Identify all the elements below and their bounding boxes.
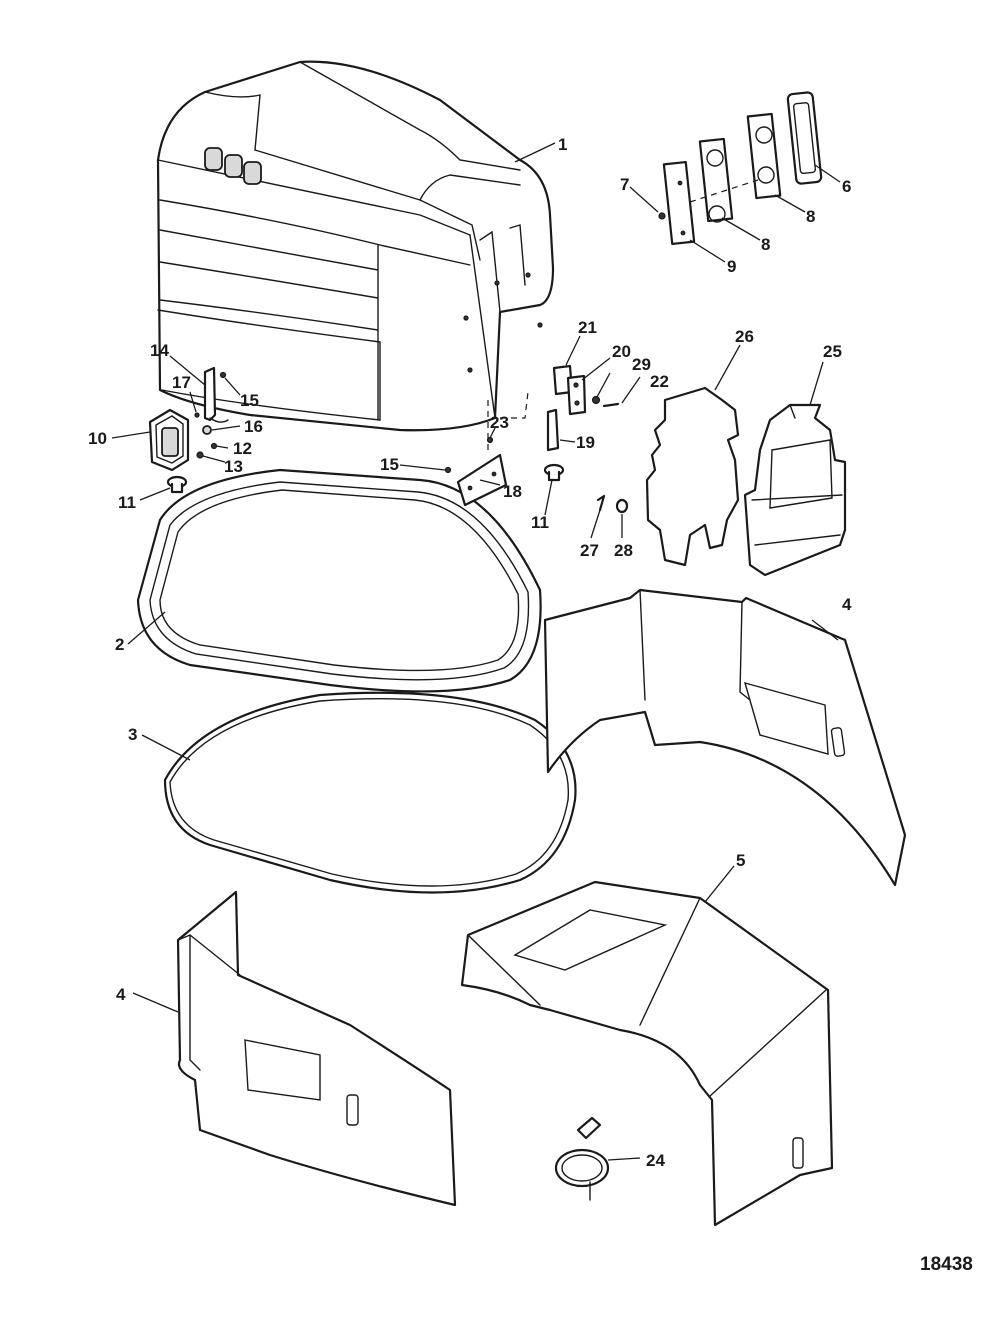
callout-20: 20 bbox=[612, 342, 631, 361]
callout-labels: 1 2 3 4 4 5 6 7 8 8 9 10 11 11 12 13 14 … bbox=[88, 135, 852, 1170]
part-24-clamp bbox=[554, 1116, 610, 1201]
part-15-screw bbox=[219, 371, 227, 379]
part-28-nut bbox=[615, 498, 629, 514]
part-14-bracket bbox=[203, 366, 229, 423]
callout-26: 26 bbox=[735, 327, 754, 346]
callout-9: 9 bbox=[727, 257, 736, 276]
callout-29: 29 bbox=[632, 355, 651, 374]
callout-2: 2 bbox=[115, 635, 124, 654]
side-panel-left bbox=[176, 890, 457, 1207]
rear-panel bbox=[460, 880, 834, 1227]
part-11-grommet-right bbox=[543, 463, 565, 482]
callout-24: 24 bbox=[646, 1151, 665, 1170]
callout-27: 27 bbox=[580, 541, 599, 560]
callout-4-left: 4 bbox=[116, 985, 126, 1004]
callout-17: 17 bbox=[172, 373, 191, 392]
callout-19: 19 bbox=[576, 433, 595, 452]
callout-28: 28 bbox=[614, 541, 633, 560]
part-27-bolt bbox=[596, 494, 606, 512]
part-25-silencer bbox=[743, 403, 847, 577]
callout-21: 21 bbox=[578, 318, 597, 337]
cowl-seal-frame bbox=[136, 468, 542, 693]
callout-25: 25 bbox=[823, 342, 842, 361]
callout-8-left: 8 bbox=[761, 235, 770, 254]
callout-5: 5 bbox=[736, 851, 745, 870]
callout-18: 18 bbox=[503, 482, 522, 501]
callout-4-right: 4 bbox=[842, 595, 852, 614]
callout-11-left: 11 bbox=[118, 493, 136, 512]
callout-12: 12 bbox=[233, 439, 252, 458]
callout-1: 1 bbox=[558, 135, 567, 154]
part-15b-screw bbox=[444, 466, 452, 474]
side-panel-right bbox=[543, 588, 907, 887]
part-12-screw bbox=[210, 442, 218, 450]
callout-10: 10 bbox=[88, 429, 107, 448]
leader-lines bbox=[111, 142, 841, 1161]
part-11-grommet-left bbox=[166, 475, 188, 494]
part-6-vent-strip bbox=[786, 91, 823, 185]
top-cowl bbox=[156, 60, 555, 432]
callout-6: 6 bbox=[842, 177, 851, 196]
figure-number: 18438 bbox=[920, 1254, 973, 1275]
callout-11-right: 11 bbox=[531, 513, 549, 532]
callout-22: 22 bbox=[650, 372, 669, 391]
part-16-bushing bbox=[202, 425, 212, 435]
part-8-gasket-right bbox=[746, 112, 782, 200]
callout-3: 3 bbox=[128, 725, 137, 744]
callout-16: 16 bbox=[244, 417, 263, 436]
part-29-washer bbox=[591, 395, 601, 405]
part-17-pin bbox=[194, 412, 200, 418]
part-13-washer bbox=[196, 451, 204, 459]
callout-7: 7 bbox=[620, 175, 629, 194]
part-22-screw bbox=[602, 402, 620, 408]
callout-15-right: 15 bbox=[380, 455, 399, 474]
callout-13: 13 bbox=[224, 457, 243, 476]
part-19-arm bbox=[546, 408, 560, 452]
part-9-plate bbox=[662, 160, 696, 246]
part-7-screw bbox=[658, 212, 666, 220]
part-26-foam-panel bbox=[645, 386, 740, 567]
callout-15-left: 15 bbox=[240, 391, 259, 410]
part-10-latch bbox=[148, 408, 190, 472]
callout-23: 23 bbox=[490, 413, 509, 432]
part-20-bracket bbox=[566, 374, 587, 416]
cowl-gasket bbox=[163, 691, 577, 894]
callout-14: 14 bbox=[150, 341, 169, 360]
part-8-gasket-left bbox=[698, 137, 734, 223]
callout-8-right: 8 bbox=[806, 207, 815, 226]
